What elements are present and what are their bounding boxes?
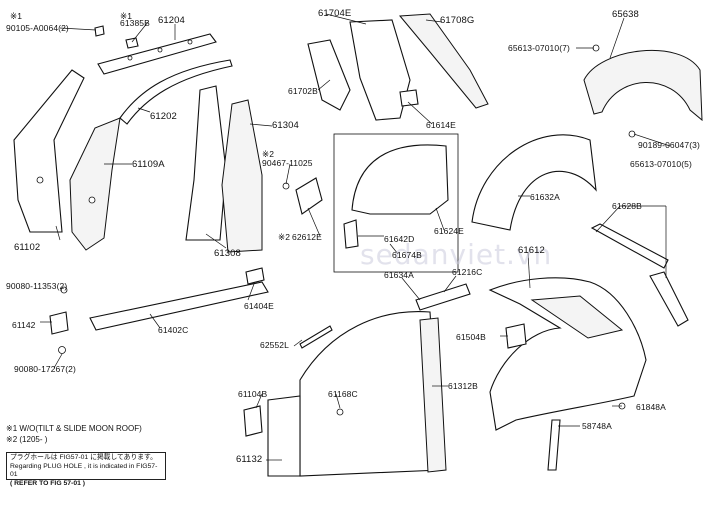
label-61104b: 61104B <box>238 389 268 399</box>
watermark: sedanviet.vn <box>360 238 553 271</box>
brace-61628b <box>590 223 669 269</box>
front-pillar-61102 <box>13 69 85 233</box>
label-90189-06047: 90189-06047(3) <box>638 140 700 150</box>
label-61142: 61142 <box>12 320 36 330</box>
bracket-61404e <box>245 267 265 285</box>
quarter-inner-61702b <box>307 39 351 111</box>
label-61848a: 61848A <box>636 402 666 412</box>
label-61404e: 61404E <box>244 301 274 311</box>
label-61132: 61132 <box>236 454 263 465</box>
bracket-61614e <box>399 89 419 107</box>
label-90080-11353: 90080-11353(2) <box>6 281 68 291</box>
label-61168c: 61168C <box>328 389 358 399</box>
label-62552l: 62552L <box>260 340 289 350</box>
label-61312b: 61312B <box>448 381 478 391</box>
molding-62552l <box>299 325 333 349</box>
leader-lines <box>40 13 671 461</box>
label-90105-a0064: 90105-A0064(2) <box>6 23 69 33</box>
seal-58748a <box>547 419 561 471</box>
label-61628b: 61628B <box>612 201 642 211</box>
center-pillar-outer-61304 <box>221 99 263 253</box>
label-58748a: 58748A <box>582 421 612 431</box>
detail-box <box>333 133 459 273</box>
label-61632a: 61632A <box>530 192 560 202</box>
roof-side-61216c <box>415 283 471 311</box>
brace-61628b-2 <box>649 271 689 327</box>
label-61704e: 61704E <box>318 8 352 19</box>
label-61109a: 61109A <box>132 159 165 170</box>
side-outer-61312b <box>299 310 441 477</box>
footnotes: ※1 W/O(TILT & SLIDE MOON ROOF) ※2 (1205-… <box>6 424 142 445</box>
bracket-61504b <box>505 323 527 349</box>
label-61304: 61304 <box>272 120 299 131</box>
label-star1b: ※1 <box>120 11 133 21</box>
box-line-3: ( REFER TO FIG 57-01 ) <box>10 479 86 487</box>
label-90080-17267: 90080-17267(2) <box>14 364 76 374</box>
quarter-inner-61708g <box>398 13 489 109</box>
label-61504b: 61504B <box>456 332 486 342</box>
bolt-90105 <box>94 25 105 37</box>
label-star2b: ※2 <box>278 232 291 242</box>
quarter-inner-61704e <box>349 19 411 121</box>
label-61308: 61308 <box>214 248 241 259</box>
quarter-panel-61612 <box>488 277 647 431</box>
label-61702b: 61702B <box>288 86 318 96</box>
center-pillar-61308 <box>185 85 227 241</box>
box-line-2: Regarding PLUG HOLE , it is indicated in… <box>10 462 158 479</box>
label-61708g: 61708G <box>440 15 475 26</box>
label-65613-07010-7: 65613-07010(7) <box>508 43 570 53</box>
roof-rail-61202 <box>119 59 233 125</box>
fender-liner-65638 <box>583 50 703 122</box>
label-61634a: 61634A <box>384 270 414 280</box>
label-61674b: 61674B <box>392 250 422 260</box>
label-61614e: 61614E <box>426 120 456 130</box>
label-65613-07010-5: 65613-07010(5) <box>630 159 692 169</box>
wheel-arch-61632a <box>471 134 597 231</box>
label-61202: 61202 <box>150 111 177 122</box>
rear-window-61612 <box>530 295 624 339</box>
label-61102: 61102 <box>14 242 41 253</box>
bracket-61142 <box>49 311 69 335</box>
plug-hole-note-box: プラグホールは FIG57-01 に掲載してあります。 Regarding PL… <box>6 452 166 487</box>
label-61642d: 61642D <box>384 234 415 244</box>
label-62612e: 62612E <box>292 232 322 242</box>
pillar-reinforcement-61109a <box>69 117 121 251</box>
box-line-1: プラグホールは FIG57-01 に掲載してあります。 <box>10 454 157 461</box>
label-61402c: 61402C <box>158 325 189 335</box>
label-61216c: 61216C <box>452 267 483 277</box>
label-61624e: 61624E <box>434 226 464 236</box>
clip-61385b <box>125 37 139 49</box>
bracket-61642d <box>343 219 359 249</box>
roof-side-rail-61204 <box>97 33 217 75</box>
label-star1: ※1 <box>10 11 23 21</box>
label-65638: 65638 <box>612 9 639 20</box>
bracket-62612e <box>295 177 323 215</box>
bracket-61104b <box>243 405 263 437</box>
label-61612: 61612 <box>518 245 545 256</box>
wheel-house-61624e <box>351 144 449 215</box>
note-1: ※1 W/O(TILT & SLIDE MOON ROOF) <box>6 424 142 433</box>
side-outer-pillar <box>419 317 447 473</box>
label-star2: ※2 <box>262 149 275 159</box>
rocker-panel-61402c <box>89 281 269 331</box>
panel-61132 <box>267 395 301 477</box>
label-61385b: 61385B <box>120 18 150 28</box>
note-2: ※2 (1205- ) <box>6 434 48 444</box>
label-61204: 61204 <box>158 15 185 26</box>
label-90467-11025: 90467-11025 <box>262 158 313 168</box>
